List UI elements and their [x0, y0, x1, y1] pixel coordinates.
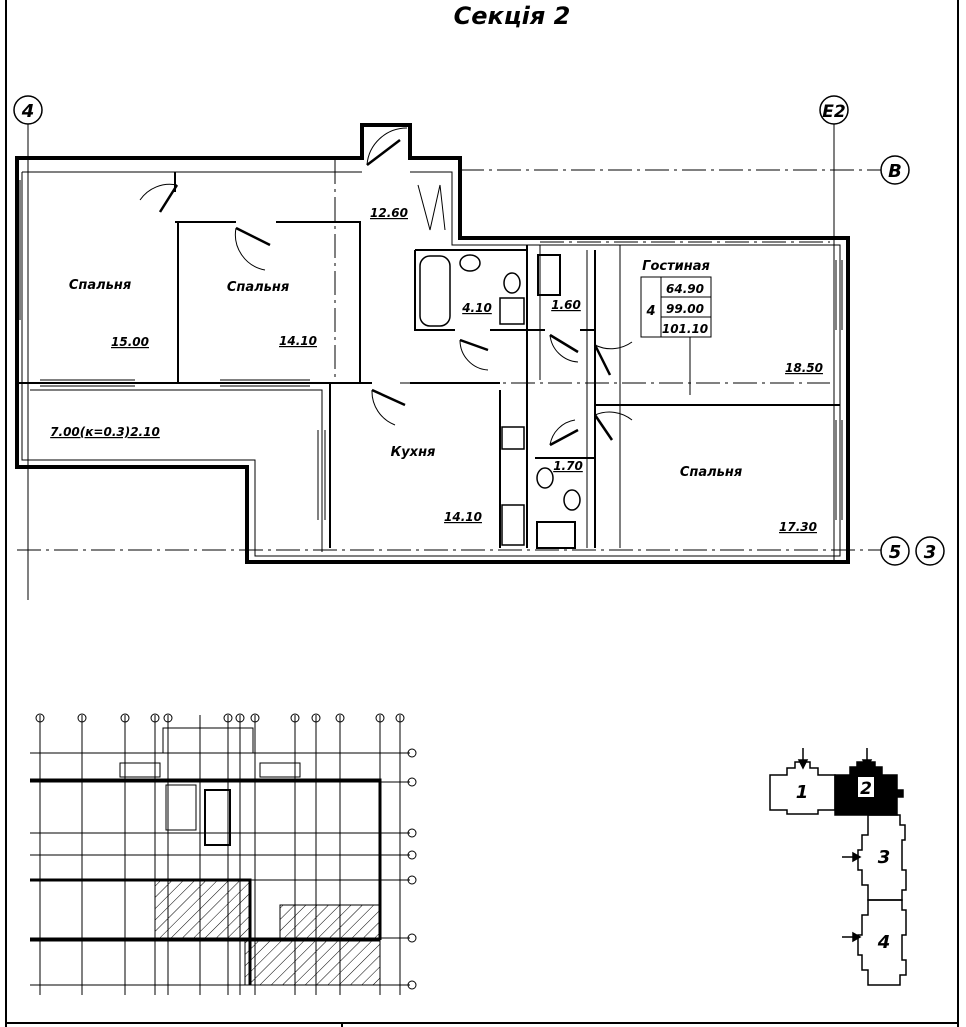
wardrobe-icon — [417, 184, 446, 231]
bathtub-icon — [419, 255, 451, 327]
room-area: 14.10 — [279, 334, 317, 348]
sink-icon — [459, 254, 481, 272]
section-title: Секція 2 — [454, 2, 571, 30]
shower-tray-icon — [536, 521, 576, 549]
entrance-arrow-icon — [797, 748, 873, 943]
doors — [139, 127, 633, 447]
shower-icon — [537, 254, 561, 296]
rooms-count: 4 — [645, 304, 655, 319]
floor-overview-plan — [30, 713, 417, 995]
axis-label-4: 4 — [21, 101, 35, 122]
sheet-frame — [5, 0, 959, 1027]
stove-icon — [501, 426, 525, 450]
room-area: 17.30 — [779, 520, 817, 534]
exterior-walls — [15, 123, 850, 564]
balcony-area: 7.00(к=0.3)2.10 — [50, 425, 160, 439]
key-plan-section-1: 1 — [796, 782, 809, 803]
interior-walls — [17, 172, 840, 548]
windows — [19, 180, 843, 520]
room-area: 12.60 — [370, 206, 408, 220]
key-plan: 1 2 3 4 — [769, 748, 907, 986]
toilet-icon — [503, 272, 521, 294]
apartment-summary: 4 64.90 99.00 101.10 — [640, 276, 712, 395]
axis-label-3: 3 — [924, 542, 937, 563]
living-area: 64.90 — [666, 282, 704, 296]
room-area: 4.10 — [461, 301, 492, 315]
axis-label-e2: E2 — [822, 102, 845, 122]
total-area-with-balcony: 101.10 — [662, 322, 708, 336]
axis-label-5: 5 — [889, 542, 902, 563]
grid-axes: 4 E2 B 5 3 — [13, 95, 945, 600]
axis-label-b: B — [888, 161, 902, 182]
key-plan-section-4: 4 — [877, 932, 891, 953]
wc-toilet-icon — [563, 489, 581, 511]
washer-icon — [499, 297, 525, 325]
room-labels: Спальня 15.00 Спальня 14.10 12.60 4.10 1… — [50, 206, 823, 534]
room-name: Спальня — [69, 278, 131, 293]
kitchen-sink-icon — [501, 504, 525, 546]
room-area: 14.10 — [444, 510, 482, 524]
key-plan-section-3: 3 — [878, 847, 891, 868]
room-name: Спальня — [227, 280, 289, 295]
key-plan-section-2: 2 — [860, 779, 872, 799]
fixtures — [417, 184, 581, 549]
room-area: 1.60 — [551, 298, 581, 312]
wc-sink-icon — [536, 467, 554, 489]
room-area: 1.70 — [553, 459, 583, 473]
room-name: Гостиная — [642, 259, 710, 274]
room-name: Спальня — [680, 465, 742, 480]
room-area: 15.00 — [111, 335, 149, 349]
room-area: 18.50 — [785, 361, 823, 375]
total-area: 99.00 — [666, 302, 704, 316]
room-name: Кухня — [391, 445, 436, 460]
